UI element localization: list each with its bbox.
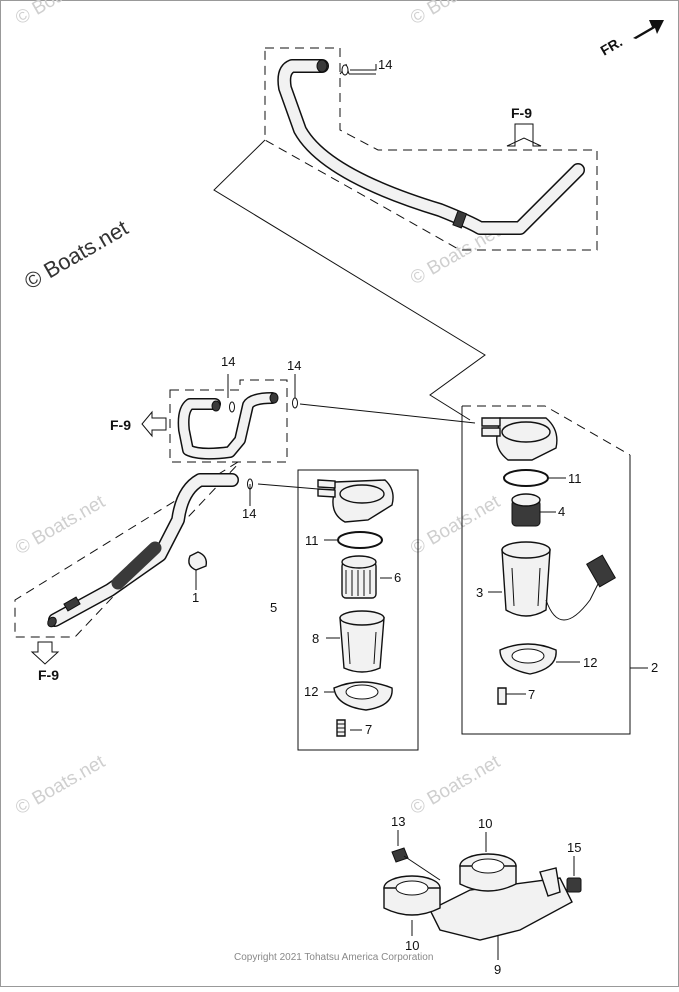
callout-12-left: 12 bbox=[304, 684, 318, 699]
up-arrow-icon bbox=[506, 123, 542, 147]
callout-5: 5 bbox=[270, 600, 277, 615]
watermark-1: © Boats.net bbox=[12, 0, 109, 29]
callout-11-left: 11 bbox=[305, 533, 319, 548]
ref-label-bottom: F-9 bbox=[38, 667, 59, 683]
callout-7-right: 7 bbox=[528, 687, 535, 702]
left-hose-assembly: F-9 F-9 bbox=[14, 374, 476, 683]
callout-4: 4 bbox=[558, 504, 565, 519]
direction-label: FR. bbox=[598, 33, 626, 58]
ref-label-left: F-9 bbox=[110, 417, 131, 433]
watermark-2: © Boats.net bbox=[407, 0, 504, 29]
front-direction-indicator: FR. bbox=[598, 20, 664, 59]
watermarks: © Boats.net © Boats.net © Boats.net © Bo… bbox=[12, 0, 504, 819]
filter-assembly-5 bbox=[297, 469, 419, 751]
bracket-assembly bbox=[383, 830, 582, 960]
top-hose-assembly: F-9 bbox=[213, 47, 598, 421]
filter-cup bbox=[339, 617, 385, 673]
callout-3: 3 bbox=[476, 585, 483, 600]
callout-11-right: 11 bbox=[568, 471, 582, 486]
o-ring-11 bbox=[337, 531, 383, 549]
ref-label-top: F-9 bbox=[511, 105, 532, 121]
callout-10-bottom: 10 bbox=[405, 938, 419, 953]
callout-10-top: 10 bbox=[478, 816, 492, 831]
hose-clip bbox=[188, 551, 208, 571]
watermark-6: © Boats.net bbox=[12, 751, 109, 819]
callout-12-right: 12 bbox=[583, 655, 597, 670]
hose-sleeve bbox=[452, 210, 468, 229]
watermark-5: © Boats.net bbox=[407, 491, 504, 559]
copyright-text: Copyright 2021 Tohatsu America Corporati… bbox=[234, 952, 433, 963]
down-arrow-icon bbox=[30, 641, 60, 665]
callout-14-top: 14 bbox=[378, 57, 392, 72]
watermark-main: © Boats.net bbox=[20, 215, 132, 294]
callout-8: 8 bbox=[312, 631, 319, 646]
callout-9: 9 bbox=[494, 962, 501, 977]
hose-sleeve-lower bbox=[111, 541, 162, 590]
callout-6: 6 bbox=[394, 570, 401, 585]
callout-labels: 14 14 14 14 11 4 3 12 7 2 11 6 5 8 12 7 … bbox=[192, 57, 658, 977]
filter-assembly-2 bbox=[461, 405, 648, 735]
callout-14-lower: 14 bbox=[242, 506, 256, 521]
watermark-7: © Boats.net bbox=[407, 751, 504, 819]
front-arrow-icon bbox=[633, 20, 664, 39]
callout-1: 1 bbox=[192, 590, 199, 605]
filter-cup-right bbox=[501, 549, 551, 617]
callout-14-left: 14 bbox=[221, 354, 235, 369]
callout-14-right: 14 bbox=[287, 358, 301, 373]
callout-15: 15 bbox=[567, 840, 581, 855]
callout-2: 2 bbox=[651, 660, 658, 675]
left-arrow-icon bbox=[141, 410, 167, 438]
watermark-4: © Boats.net bbox=[12, 491, 109, 559]
callout-7-left: 7 bbox=[365, 722, 372, 737]
connector bbox=[586, 554, 616, 588]
callout-13: 13 bbox=[391, 814, 405, 829]
